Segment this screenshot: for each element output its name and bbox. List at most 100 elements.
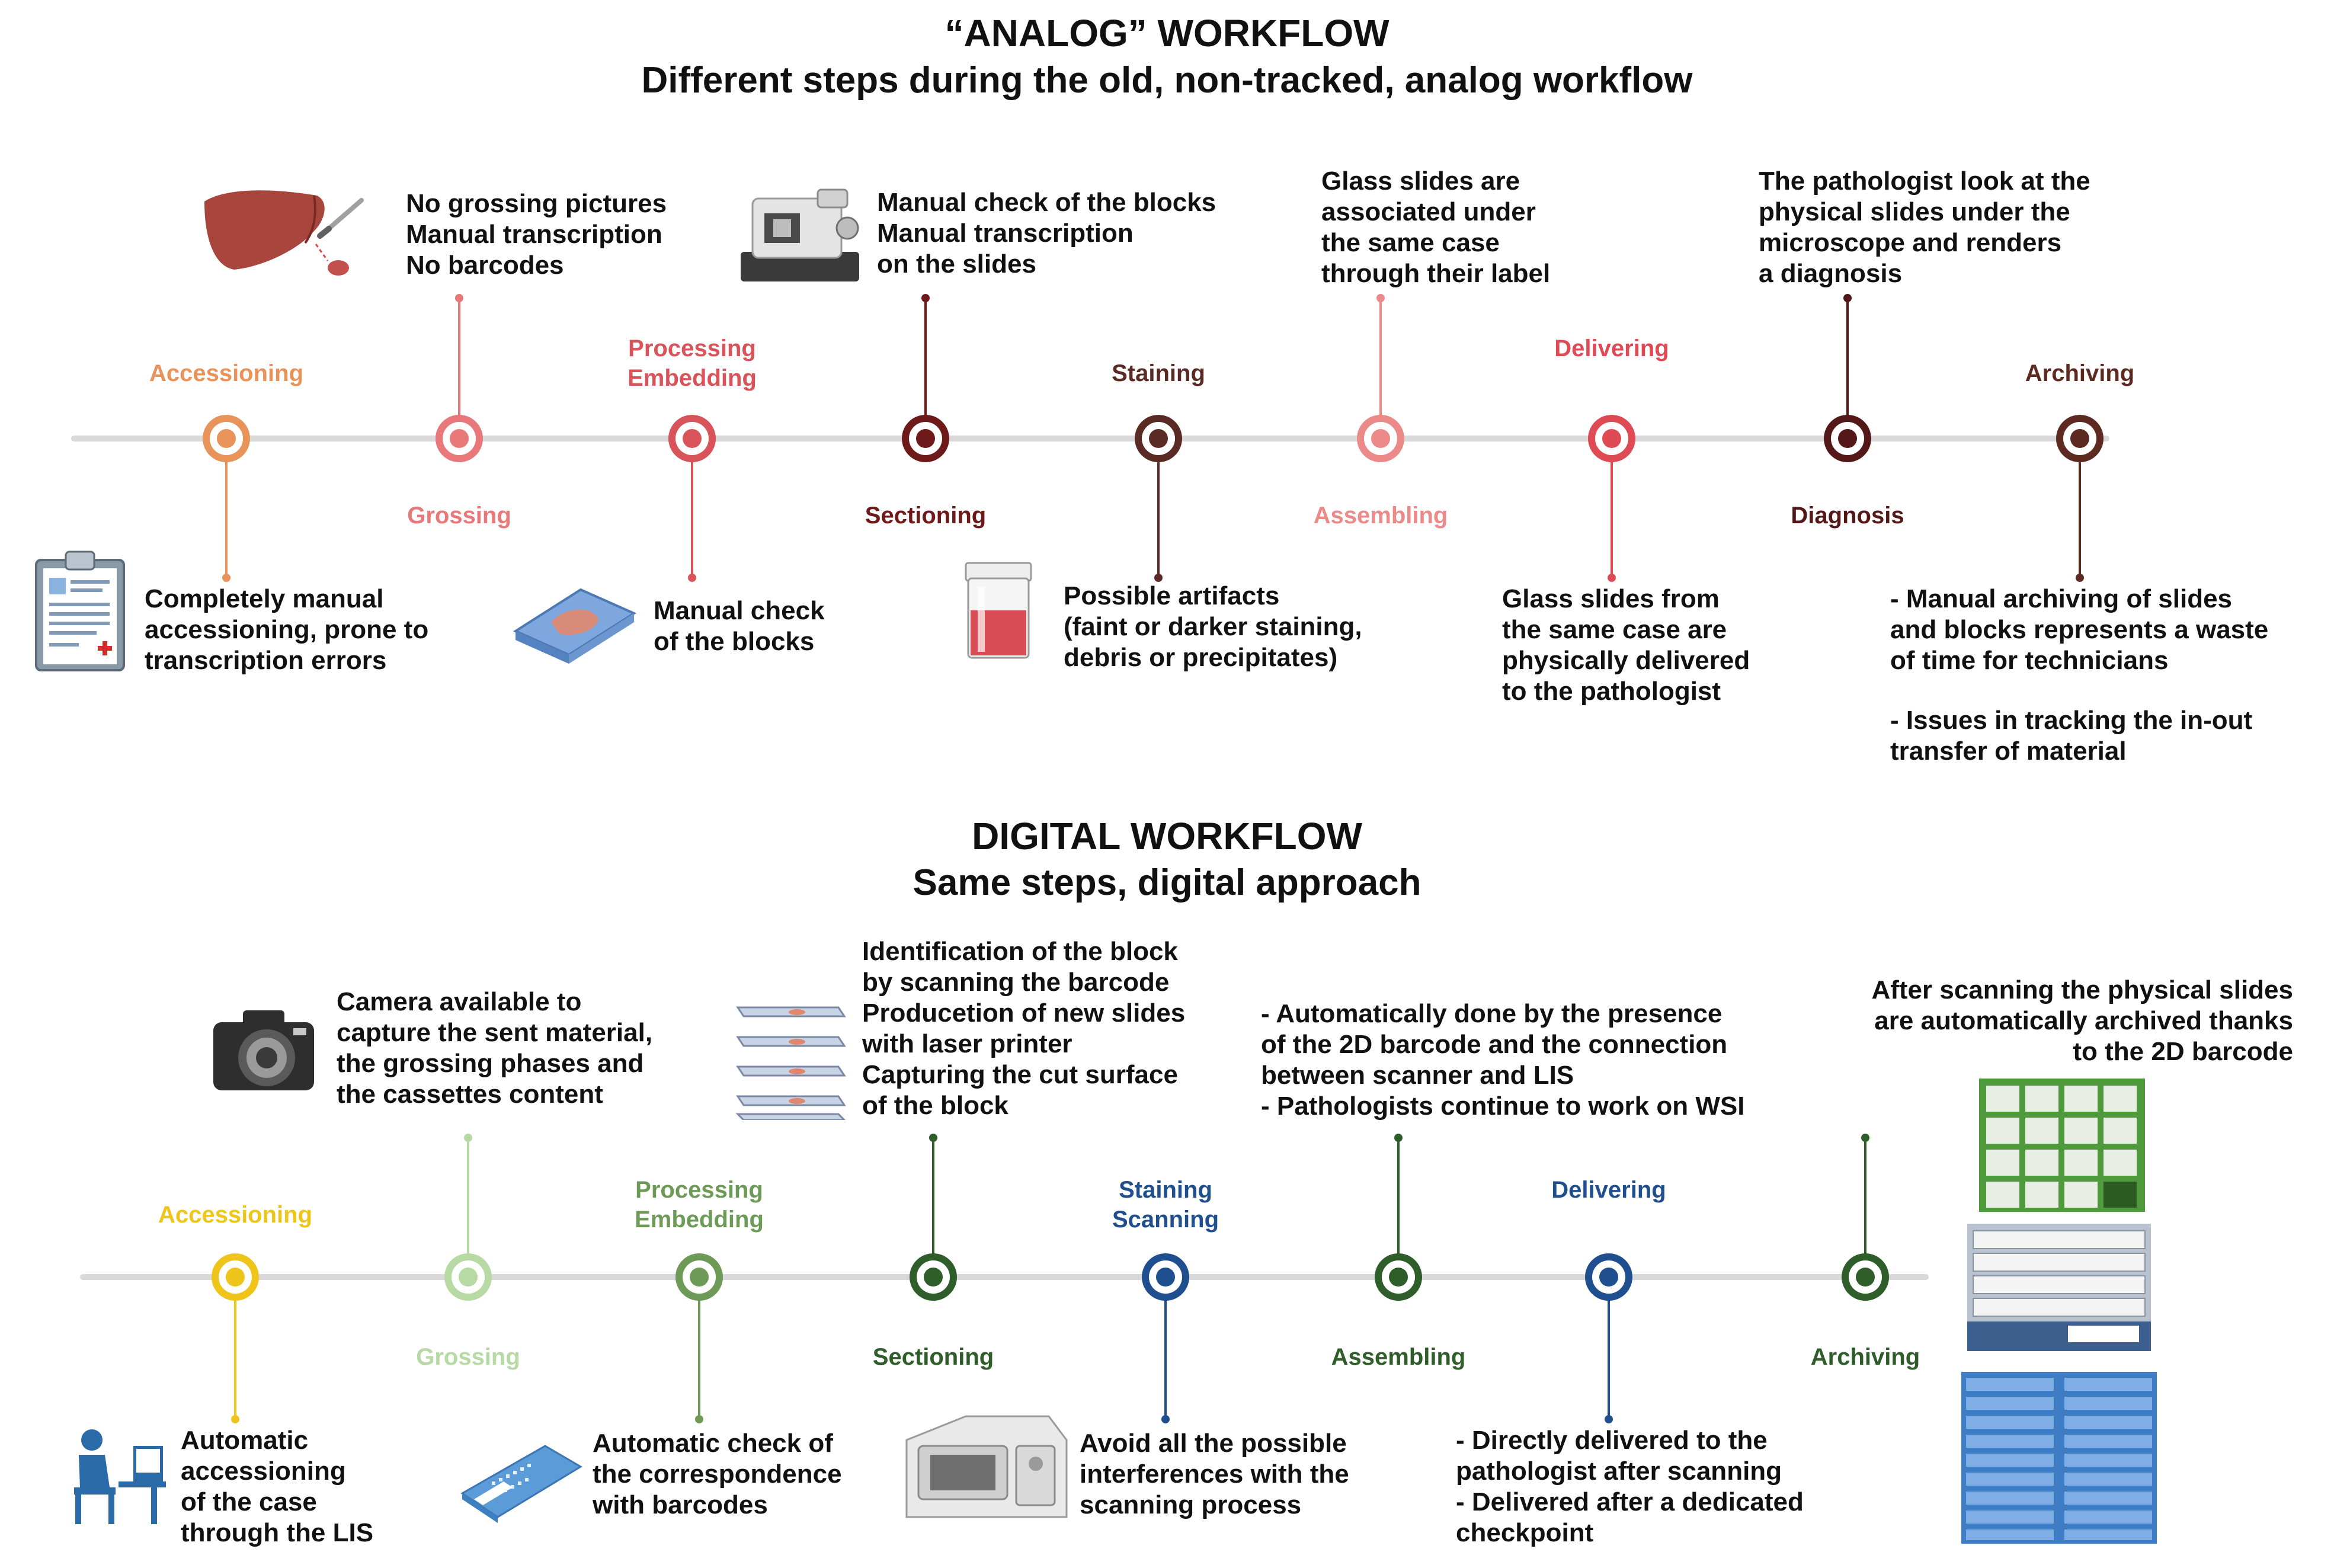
digital-stem-staining-scanning bbox=[1164, 1277, 1167, 1419]
digital-stem-sectioning bbox=[932, 1138, 934, 1277]
analog-assembling-desc: Glass slides are associated under the sa… bbox=[1321, 167, 1551, 288]
analog-step-label-grossing: Grossing bbox=[407, 503, 511, 529]
analog-stem-assembling bbox=[1379, 298, 1382, 439]
digital-title: DIGITAL WORKFLOW bbox=[972, 815, 1362, 857]
analog-node-sectioning[interactable] bbox=[902, 415, 949, 462]
digital-stem-delivering bbox=[1608, 1277, 1610, 1419]
barcode-cassette-icon bbox=[460, 1445, 582, 1523]
digital-step-label-staining-scanning: Staining Scanning bbox=[1112, 1177, 1219, 1233]
camera-icon bbox=[213, 1010, 314, 1090]
analog-node-processing-embedding[interactable] bbox=[668, 415, 716, 462]
analog-diagnosis-desc: The pathologist look at the physical sli… bbox=[1759, 167, 2090, 288]
analog-stem-processing-embedding bbox=[691, 439, 693, 578]
analog-accessioning-desc: Completely manual accessioning, prone to… bbox=[145, 584, 429, 675]
digital-node-staining-scanning[interactable] bbox=[1142, 1253, 1189, 1301]
digital-node-processing-embedding[interactable] bbox=[675, 1253, 723, 1301]
analog-stem-end-accessioning bbox=[222, 574, 230, 582]
slide-archive-photo bbox=[1979, 1079, 2145, 1212]
analog-step-label-delivering: Delivering bbox=[1554, 335, 1669, 361]
analog-node-assembling[interactable] bbox=[1357, 415, 1404, 462]
analog-node-delivering[interactable] bbox=[1588, 415, 1635, 462]
analog-timeline-line bbox=[71, 436, 2109, 441]
digital-step-label-processing-embedding: Processing Embedding bbox=[635, 1177, 764, 1233]
digital-stem-end-delivering bbox=[1605, 1415, 1613, 1423]
digital-stem-end-assembling bbox=[1394, 1134, 1403, 1142]
digital-step-label-archiving: Archiving bbox=[1810, 1344, 1920, 1370]
analog-processing-desc: Manual check of the blocks bbox=[654, 596, 825, 656]
analog-node-grossing[interactable] bbox=[436, 415, 483, 462]
analog-stem-sectioning bbox=[924, 298, 927, 439]
analog-archiving-desc-2: - Issues in tracking the in-out transfer… bbox=[1890, 706, 2253, 766]
digital-node-archiving[interactable] bbox=[1842, 1253, 1889, 1301]
analog-subtitle: Different steps during the old, non-trac… bbox=[641, 60, 1693, 101]
digital-sectioning-desc: Identification of the block by scanning … bbox=[862, 937, 1186, 1120]
analog-node-archiving[interactable] bbox=[2056, 415, 2104, 462]
digital-stem-assembling bbox=[1397, 1138, 1400, 1277]
analog-sectioning-desc: Manual check of the blocks Manual transc… bbox=[877, 188, 1216, 279]
digital-stem-end-staining-scanning bbox=[1161, 1415, 1170, 1423]
digital-timeline-line bbox=[80, 1274, 1929, 1280]
digital-step-label-accessioning: Accessioning bbox=[158, 1202, 313, 1228]
analog-step-label-assembling: Assembling bbox=[1313, 503, 1448, 529]
analog-step-label-diagnosis: Diagnosis bbox=[1791, 503, 1904, 529]
digital-stem-end-archiving bbox=[1861, 1134, 1869, 1142]
analog-archiving-desc-1: - Manual archiving of slides and blocks … bbox=[1890, 584, 2269, 675]
analog-stem-end-processing-embedding bbox=[688, 574, 696, 582]
digital-node-accessioning[interactable] bbox=[212, 1253, 259, 1301]
microtome-icon bbox=[741, 188, 859, 281]
digital-archiving-desc: After scanning the physical slides are a… bbox=[1871, 975, 2293, 1066]
tissue-cassette-icon bbox=[513, 588, 637, 664]
digital-assembling-desc: - Automatically done by the presence of … bbox=[1261, 999, 1745, 1121]
analog-step-label-staining: Staining bbox=[1112, 360, 1205, 386]
analog-node-staining[interactable] bbox=[1135, 415, 1182, 462]
analog-step-label-archiving: Archiving bbox=[2025, 360, 2135, 386]
digital-step-label-assembling: Assembling bbox=[1331, 1344, 1466, 1370]
digital-step-label-delivering: Delivering bbox=[1551, 1177, 1666, 1203]
digital-node-grossing[interactable] bbox=[444, 1253, 492, 1301]
digital-stem-accessioning bbox=[234, 1277, 236, 1419]
analog-stem-end-delivering bbox=[1608, 574, 1616, 582]
analog-grossing-desc: No grossing pictures Manual transcriptio… bbox=[406, 189, 667, 280]
block-archive-photo bbox=[1967, 1224, 2151, 1351]
digital-stem-grossing bbox=[467, 1138, 469, 1277]
digital-staining-desc: Avoid all the possible interferences wit… bbox=[1080, 1429, 1349, 1519]
staining-jar-icon bbox=[965, 562, 1032, 659]
digital-accessioning-desc: Automatic accessioning of the case throu… bbox=[181, 1426, 374, 1547]
digital-stem-end-grossing bbox=[464, 1134, 472, 1142]
desk-worker-icon bbox=[74, 1429, 166, 1524]
digital-step-label-sectioning: Sectioning bbox=[872, 1344, 994, 1370]
analog-title: “ANALOG” WORKFLOW bbox=[945, 12, 1389, 55]
analog-stem-end-sectioning bbox=[921, 294, 930, 302]
digital-stem-end-accessioning bbox=[231, 1415, 239, 1423]
analog-step-label-processing-embedding: Processing Embedding bbox=[627, 335, 757, 391]
digital-node-delivering[interactable] bbox=[1585, 1253, 1632, 1301]
digital-subtitle: Same steps, digital approach bbox=[913, 862, 1421, 903]
analog-stem-end-archiving bbox=[2076, 574, 2084, 582]
analog-node-accessioning[interactable] bbox=[203, 415, 250, 462]
analog-step-label-accessioning: Accessioning bbox=[149, 360, 304, 386]
analog-stem-diagnosis bbox=[1846, 298, 1849, 439]
analog-stem-end-grossing bbox=[455, 294, 463, 302]
digital-step-label-grossing: Grossing bbox=[416, 1344, 520, 1370]
digital-grossing-desc: Camera available to capture the sent mat… bbox=[337, 987, 653, 1109]
analog-stem-end-staining bbox=[1154, 574, 1163, 582]
digital-stem-end-processing-embedding bbox=[695, 1415, 703, 1423]
analog-stem-grossing bbox=[458, 298, 460, 439]
analog-stem-delivering bbox=[1611, 439, 1613, 578]
digital-node-assembling[interactable] bbox=[1375, 1253, 1422, 1301]
clipboard-icon bbox=[35, 551, 125, 671]
analog-step-label-sectioning: Sectioning bbox=[865, 503, 987, 529]
analog-stem-end-assembling bbox=[1376, 294, 1385, 302]
digital-node-sectioning[interactable] bbox=[910, 1253, 957, 1301]
digital-processing-desc: Automatic check of the correspondence wi… bbox=[593, 1429, 842, 1519]
digital-stem-processing-embedding bbox=[698, 1277, 700, 1419]
analog-stem-staining bbox=[1157, 439, 1160, 578]
analog-delivering-desc: Glass slides from the same case are phys… bbox=[1502, 584, 1750, 706]
analog-staining-desc: Possible artifacts (faint or darker stai… bbox=[1064, 581, 1362, 672]
liver-icon bbox=[204, 190, 364, 276]
cabinet-archive-photo bbox=[1961, 1372, 2157, 1544]
analog-node-diagnosis[interactable] bbox=[1824, 415, 1871, 462]
analog-stem-end-diagnosis bbox=[1843, 294, 1852, 302]
digital-stem-end-sectioning bbox=[929, 1134, 937, 1142]
analog-stem-accessioning bbox=[225, 439, 228, 578]
